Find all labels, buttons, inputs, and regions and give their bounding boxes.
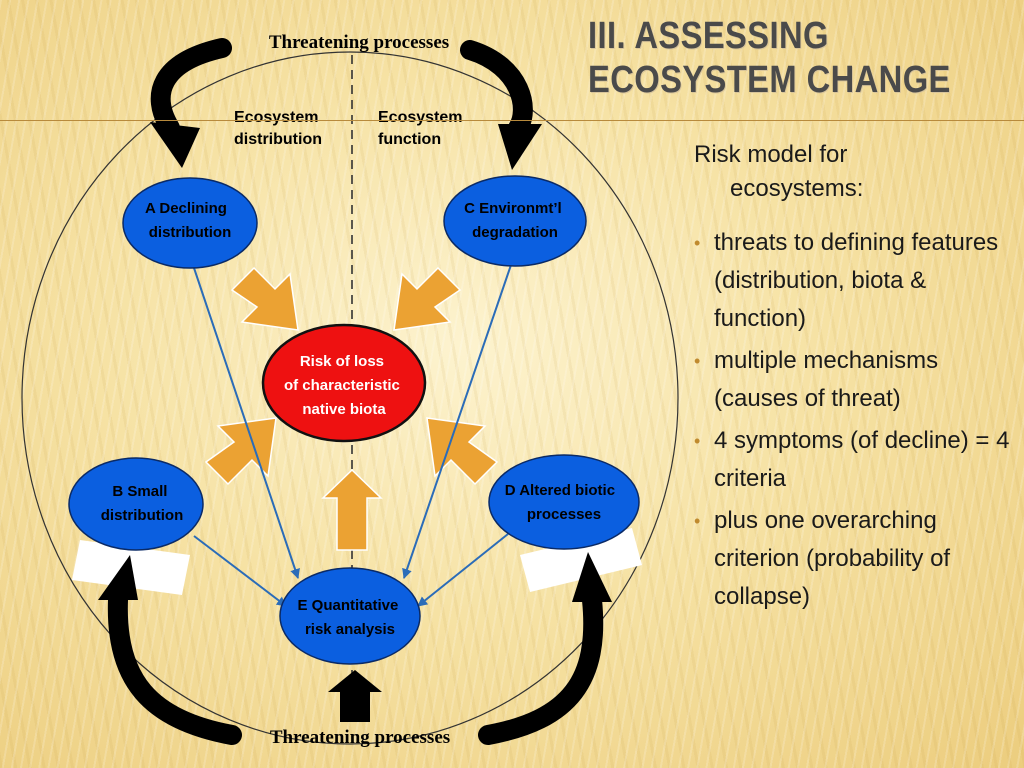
center-risk-node <box>261 323 427 443</box>
center-risk-label: Risk of loss of characteristic native bi… <box>284 353 404 418</box>
threat-arrow-bottom-right <box>478 552 612 745</box>
threat-arrow-top-left <box>150 38 232 168</box>
block-arrow-from-d <box>426 417 499 486</box>
header-rule <box>0 120 1024 121</box>
node-e-label: E Quantitative risk analysis <box>297 597 402 638</box>
node-c <box>443 175 587 267</box>
node-a-label: A Declining distribution <box>145 200 231 241</box>
node-d-label: D Altered biotic processes <box>505 482 619 523</box>
bullet-item: •threats to defining features (distribut… <box>690 224 1020 338</box>
block-arrow-from-b <box>204 417 277 486</box>
title-line-2: ECOSYSTEM CHANGE <box>588 59 951 101</box>
node-b <box>68 457 204 551</box>
link-b-e <box>193 535 287 607</box>
node-b-label: B Small distribution <box>101 483 184 524</box>
subtitle: Risk model for ecosystems: <box>694 138 1014 206</box>
node-e <box>279 567 421 665</box>
link-d-e <box>417 533 509 607</box>
title-line-1: III. ASSESSING <box>588 15 829 57</box>
bullet-item: •4 symptoms (of decline) = 4 criteria <box>690 422 1020 498</box>
bullet-dot-icon: • <box>694 351 701 371</box>
bullet-dot-icon: • <box>694 431 701 451</box>
subtitle-line-2: ecosystems: <box>730 175 864 202</box>
link-a-e <box>191 261 300 579</box>
bullet-item: •multiple mechanisms (causes of threat) <box>690 342 1020 418</box>
threat-arrow-bottom-left <box>98 555 242 745</box>
node-a <box>122 177 258 269</box>
subtitle-line-1: Risk model for <box>694 141 848 168</box>
threat-arrow-bottom-center <box>328 670 382 722</box>
bullet-list: •threats to defining features (distribut… <box>690 224 1020 620</box>
label-ecosystem-function: Ecosystem function <box>378 109 467 148</box>
block-arrow-from-c <box>393 266 462 331</box>
node-c-label: C Environmt’l degradation <box>464 200 566 241</box>
bullet-dot-icon: • <box>694 233 701 253</box>
bullet-item: •plus one overarching criterion (probabi… <box>690 502 1020 616</box>
block-arrow-from-e <box>321 468 383 551</box>
node-d <box>488 454 640 550</box>
label-ecosystem-distribution: Ecosystem distribution <box>234 109 323 148</box>
risk-model-diagram: Threatening processes Threatening proces… <box>21 32 679 748</box>
right-white-box <box>520 528 642 592</box>
threat-arrow-top-right <box>460 40 542 170</box>
threat-label-bottom: Threatening processes <box>270 727 450 748</box>
bullet-dot-icon: • <box>694 511 701 531</box>
threat-label-top: Threatening processes <box>269 32 449 53</box>
link-c-e <box>402 261 513 579</box>
slide-title: III. ASSESSING ECOSYSTEM CHANGE <box>588 14 958 102</box>
outer-ellipse <box>21 51 679 745</box>
block-arrow-from-a <box>230 266 299 331</box>
